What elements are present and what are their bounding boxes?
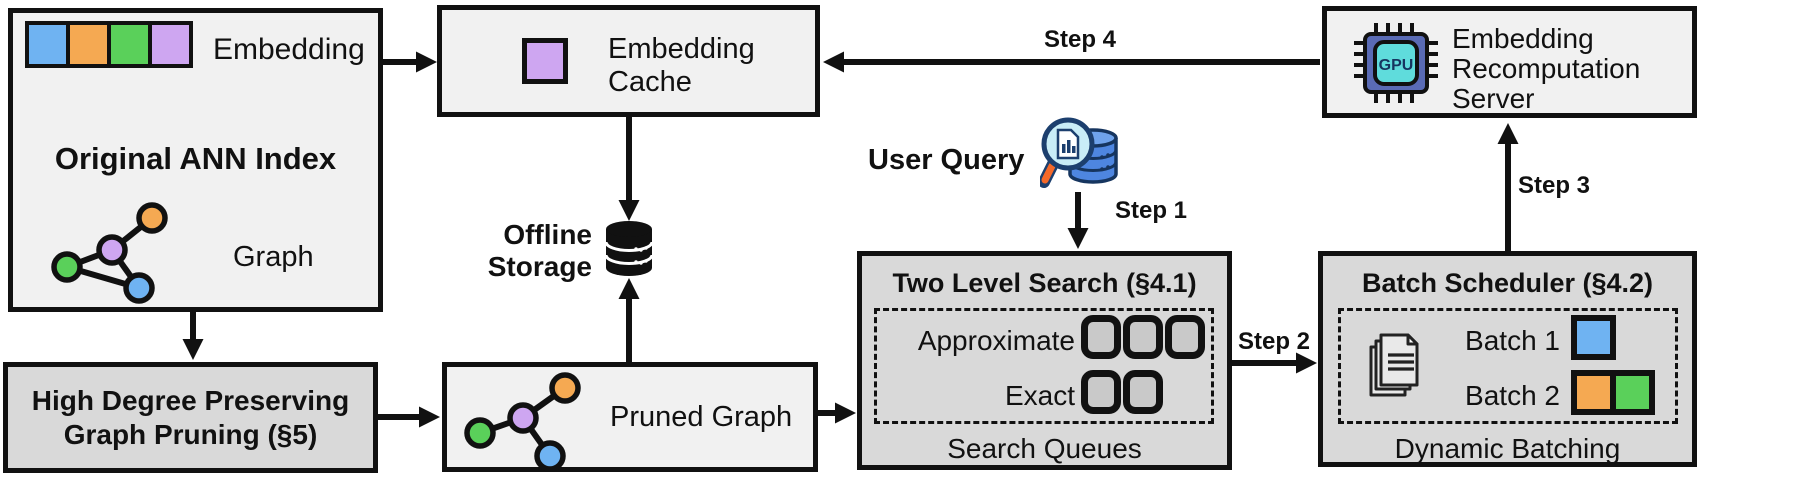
pruned-graph-label: Pruned Graph bbox=[610, 401, 793, 433]
graph-nodes bbox=[51, 202, 168, 304]
arrow-pruning-to-prunedgraph bbox=[378, 406, 440, 428]
user-query-label: User Query bbox=[868, 144, 1025, 176]
queue-slot-icon bbox=[1081, 315, 1121, 359]
gpu-screen bbox=[1373, 40, 1419, 86]
graph-node-orange bbox=[136, 202, 168, 234]
document-lines bbox=[1388, 353, 1414, 371]
recomputation-server-box: GPU Embedding Recomputation Server bbox=[1322, 6, 1697, 118]
arrow-prunedgraph-to-storage bbox=[618, 278, 640, 364]
arrow-step-1-query-to-search bbox=[1067, 192, 1089, 249]
ann-index-title: Original ANN Index bbox=[54, 141, 337, 176]
step-4-label: Step 4 bbox=[1043, 26, 1117, 53]
batch-scheduler-box: Batch Scheduler (§4.2) Batch 1 Batch 2 D… bbox=[1318, 251, 1697, 467]
graph-node-purple bbox=[96, 234, 128, 266]
exact-label: Exact bbox=[1004, 380, 1075, 411]
two-level-search-title: Two Level Search (§4.1) bbox=[892, 268, 1197, 298]
step-3-label: Step 3 bbox=[1518, 172, 1591, 199]
arrow-ann-to-cache bbox=[383, 51, 437, 73]
embedding-cell-orange bbox=[66, 21, 111, 68]
embedding-vector-icon bbox=[25, 21, 193, 68]
graph-pruning-title: High Degree Preserving Graph Pruning (§5… bbox=[31, 384, 350, 450]
graph-node-green bbox=[51, 251, 83, 283]
graph-node-purple bbox=[507, 402, 539, 434]
gpu-chip-icon: GPU bbox=[1354, 23, 1438, 103]
approximate-label: Approximate bbox=[917, 325, 1075, 356]
gpu-pins bbox=[1354, 23, 1438, 103]
graph-pruning-box: High Degree Preserving Graph Pruning (§5… bbox=[3, 362, 378, 473]
offline-storage-label: Offline Storage bbox=[487, 219, 592, 283]
documents-stack-icon bbox=[1369, 333, 1419, 397]
arrow-cache-to-storage bbox=[618, 115, 640, 221]
graph-node-blue bbox=[123, 272, 155, 304]
original-graph-icon bbox=[51, 202, 168, 304]
queue-slot-icon bbox=[1081, 370, 1121, 414]
pruned-graph-box: Pruned Graph bbox=[442, 362, 818, 472]
query-magnifier bbox=[1040, 117, 1095, 188]
arrow-ann-to-pruning bbox=[182, 310, 204, 360]
graph-label: Graph bbox=[233, 241, 314, 273]
two-level-search-box: Two Level Search (§4.1) Approximate Exac… bbox=[857, 251, 1232, 470]
batch-1-squares bbox=[1571, 315, 1616, 360]
arrow-step-4-server-to-cache bbox=[823, 51, 1320, 73]
batch-1-label: Batch 1 bbox=[1465, 325, 1560, 356]
embedding-cell-green bbox=[107, 21, 152, 68]
graph-node-orange bbox=[549, 372, 581, 404]
queue-slot-icon bbox=[1123, 315, 1163, 359]
pruned-graph-icon bbox=[464, 372, 581, 472]
original-ann-index-box: Embedding Original ANN Index Graph bbox=[8, 8, 383, 312]
queue-slot-icon bbox=[1123, 370, 1163, 414]
step-2-label: Step 2 bbox=[1238, 328, 1311, 355]
approximate-queue-slots bbox=[1081, 315, 1205, 359]
batch-square-green bbox=[1610, 370, 1655, 415]
batch-scheduler-title: Batch Scheduler (§4.2) bbox=[1361, 268, 1654, 298]
exact-queue-slots bbox=[1081, 370, 1163, 414]
gpu-text: GPU bbox=[1379, 57, 1414, 74]
graph-nodes bbox=[464, 372, 581, 472]
database-dots bbox=[634, 246, 648, 265]
offline-storage-database-icon bbox=[604, 221, 654, 276]
embedding-cell-purple bbox=[148, 21, 193, 68]
arrow-step-3-batch-to-server bbox=[1497, 123, 1519, 253]
dynamic-batching-panel bbox=[1338, 308, 1678, 424]
queue-slot-icon bbox=[1165, 315, 1205, 359]
embedding-cell-blue bbox=[25, 21, 70, 68]
batch-2-squares bbox=[1571, 370, 1655, 415]
user-query-search-icon bbox=[1040, 117, 1118, 188]
recomputation-server-label: Embedding Recomputation Server bbox=[1452, 23, 1641, 115]
embedding-cache-label: Embedding Cache bbox=[608, 33, 755, 99]
cached-embedding-square-icon bbox=[522, 38, 568, 84]
search-queues-caption: Search Queues bbox=[947, 433, 1142, 464]
graph-node-green bbox=[464, 417, 496, 449]
graph-node-blue bbox=[534, 440, 566, 472]
arrow-prunedgraph-to-search bbox=[818, 402, 856, 424]
search-queues-panel bbox=[874, 308, 1214, 424]
dynamic-batching-caption: Dynamic Batching bbox=[1394, 433, 1621, 464]
batch-2-label: Batch 2 bbox=[1465, 380, 1560, 411]
embedding-label: Embedding bbox=[213, 33, 365, 66]
step-1-label: Step 1 bbox=[1115, 197, 1188, 224]
embedding-cache-box: Embedding Cache bbox=[437, 5, 820, 117]
batch-square-blue bbox=[1571, 315, 1616, 360]
arrow-step-2-search-to-batch bbox=[1232, 352, 1317, 374]
